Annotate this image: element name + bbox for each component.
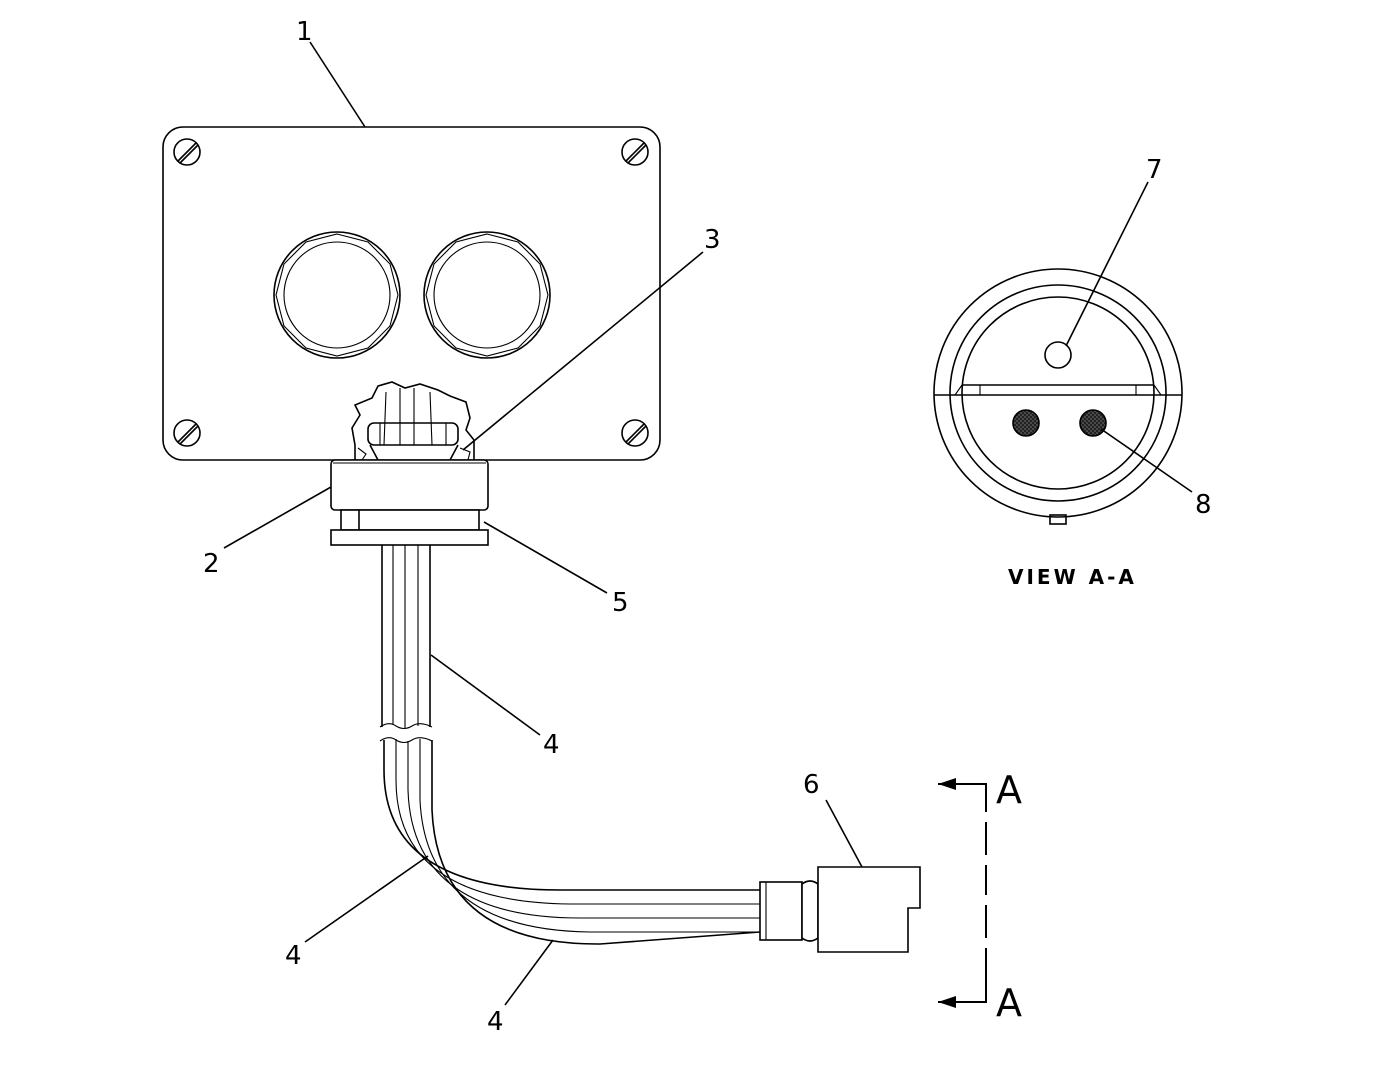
- cavity-filled-left: [1012, 409, 1040, 437]
- view-label: VIEW A-A: [1008, 565, 1137, 589]
- callout-4-lower: 4: [487, 1007, 504, 1037]
- section-cut-line: [938, 778, 987, 1008]
- callout-1: 1: [296, 17, 313, 47]
- section-letter-top: A: [996, 768, 1022, 812]
- connector-face-view: [933, 268, 1183, 525]
- callout-8: 8: [1195, 490, 1212, 520]
- mounting-screw-top-left: [173, 138, 201, 166]
- mounting-screw-bottom-left: [173, 419, 201, 447]
- plug-connector: [759, 866, 921, 953]
- callout-6: 6: [803, 770, 820, 800]
- section-letter-bottom: A: [996, 981, 1022, 1025]
- callout-3: 3: [704, 225, 721, 255]
- leader-lines: [223, 41, 1193, 1006]
- callout-4-upper: 4: [543, 730, 560, 760]
- switch-button-right: [423, 231, 551, 359]
- switch-button-left: [273, 231, 401, 359]
- cavity-filled-right: [1079, 409, 1107, 437]
- cavity-empty: [1044, 341, 1072, 369]
- mounting-screw-top-right: [621, 138, 649, 166]
- callout-4-middle: 4: [285, 941, 302, 971]
- callout-5: 5: [612, 588, 629, 618]
- callout-2: 2: [203, 549, 220, 579]
- wire-harness: [379, 545, 761, 945]
- callout-7: 7: [1146, 155, 1163, 185]
- connector-body: [330, 459, 489, 546]
- switch-panel: [162, 126, 661, 461]
- mounting-screw-bottom-right: [621, 419, 649, 447]
- breakaway-section: [351, 381, 475, 461]
